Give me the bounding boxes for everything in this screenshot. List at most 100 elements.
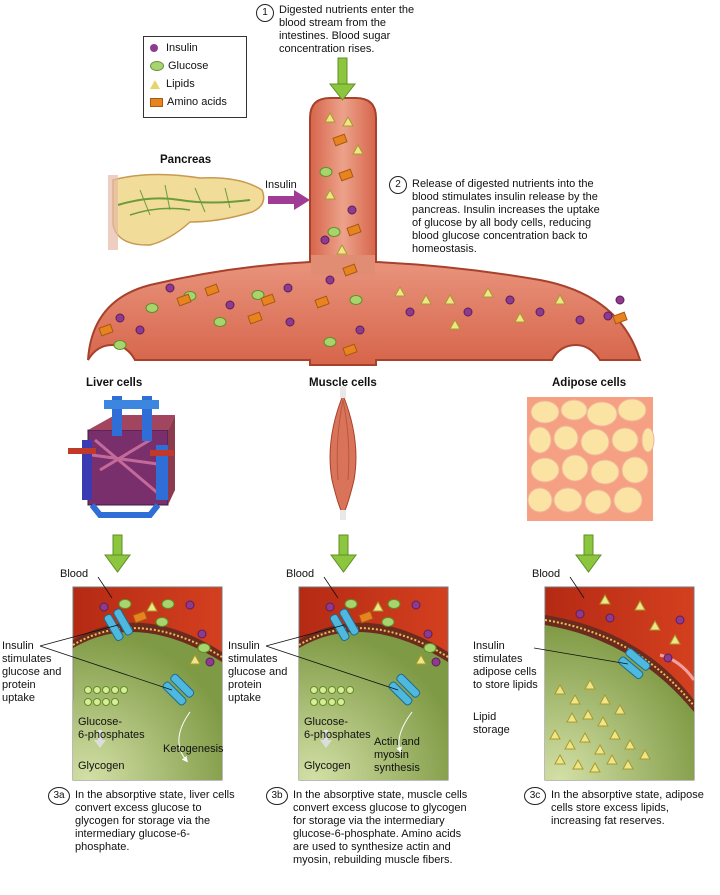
insulin-particle [99,602,109,612]
amino-acid-particle [332,133,348,147]
panel-c-lipid-label: Lipid storage [473,711,510,737]
label-line: glucose and [228,666,288,678]
panel-b-glycogen-label: Glycogen [304,760,351,772]
lipid-particle [549,728,561,740]
amino-acid-particle [338,168,354,182]
legend-item-amino-acids: Amino acids [150,96,227,109]
lipid-particle [554,683,566,695]
lipid-particle [609,728,621,740]
legend-label: Lipids [166,78,195,90]
panel-b-g6p-label: Glucose- 6-phosphates [304,716,371,742]
label-line: uptake [228,692,262,704]
lipid-particle [324,188,336,200]
label-line: synthesis [374,762,420,774]
step-2-line: pancreas. Insulin increases the uptake [412,204,600,216]
glucose-particle [387,599,401,609]
insulin-particle [505,295,515,305]
amino-acid-particle [342,263,358,277]
glucose-particle [213,317,227,327]
label-line: storage [473,724,510,736]
lipid-particle [324,111,336,123]
lipid-particle [572,758,584,770]
glucose-6-phosphate-bead [328,686,336,694]
insulin-dot-icon [150,44,158,53]
label-line: to store lipids [473,679,538,691]
panel-b-insulin-label: Insulin stimulates glucose and protein u… [228,640,298,705]
insulin-particle [463,307,473,317]
glucose-6-phosphate-bead [319,698,327,706]
insulin-particle [285,317,295,327]
legend-item-insulin: Insulin [150,42,198,55]
muscle-cells-illustration [329,386,357,520]
amino-acid-square-icon [150,97,163,107]
label-line: Glucose- [304,716,349,728]
label-line: Insulin [2,640,34,652]
lipid-particle [582,708,594,720]
lipid-particle [614,703,626,715]
label-line: stimulates [228,653,278,665]
label-line: glucose and [2,666,62,678]
amino-acid-particle [346,223,362,237]
nutrient-particles [84,111,685,773]
insulin-particle [405,307,415,317]
glucose-6-phosphate-bead [111,686,119,694]
pancreas-illustration [108,173,265,250]
lipid-particle [564,738,576,750]
lipid-particle [342,115,354,127]
lipid-particle [146,600,158,612]
amino-acid-particle [204,283,220,297]
lipid-particle [599,593,611,605]
glucose-transporter-a1 [103,608,134,642]
glucose-6-phosphate-bead [120,686,128,694]
step-1-marker: 1 [256,4,274,22]
amino-acid-particle [612,311,628,325]
glucose-6-phosphate-bead [102,698,110,706]
glucose-particle [327,227,341,237]
lipid-particle [449,318,461,330]
glucose-6-phosphate-bead [102,686,110,694]
glucose-particle [113,340,127,350]
blood-vessel-horizontal [87,255,642,366]
legend: Insulin Glucose Lipids Amino acids [143,36,247,118]
desc-line: intermediary glucose-6- [75,828,190,840]
label-leader-lines [39,576,629,691]
lipid-particle [569,693,581,705]
label-line: Insulin [473,640,505,652]
nutrient-entry-arrow [328,57,357,101]
lipid-triangle-icon [150,79,160,89]
step-2-text: Release of digested nutrients into the b… [412,178,637,256]
amino-acid-particle [98,323,114,337]
label-line: protein [2,679,36,691]
arrow-to-adipose-panel [575,534,602,573]
lipid-particle [566,711,578,723]
label-line: 6-phosphates [304,729,371,741]
label-line: stimulates [473,653,523,665]
desc-line: glycogen for storage via the [75,815,211,827]
step-1-line: Digested nutrients enter the [279,4,415,16]
lipid-particle [622,758,634,770]
insulin-particle [355,325,365,335]
amino-acid-particle [358,610,374,624]
desc-line: are used to synthesize actin and [293,841,451,853]
insulin-particle [615,295,625,305]
insulin-particle [135,325,145,335]
desc-line: increasing fat reserves. [551,815,665,827]
lipid-particle [352,143,364,155]
insulin-particle [320,235,330,245]
insulin-particle [185,600,195,610]
desc-line: cells store excess lipids, [551,802,669,814]
step-3b-marker: 3b [266,787,288,805]
insulin-particle [603,311,613,321]
step-3b-text: In the absorptive state, muscle cells co… [293,789,493,867]
glucose-6-phosphate-bead [93,686,101,694]
insulin-particle [283,283,293,293]
step-2-marker: 2 [389,176,407,194]
desc-line: convert excess glucose to [75,802,202,814]
adipose-detail-panel [544,586,696,781]
amino-acid-particle [132,610,148,624]
glucose-particle [349,295,363,305]
panel-c-blood-label: Blood [532,568,561,580]
panel-a-g6p-label: Glucose- 6-phosphates [78,716,145,742]
panel-a-glycogen-label: Glycogen [78,760,125,772]
desc-line: phosphate. [75,841,130,853]
